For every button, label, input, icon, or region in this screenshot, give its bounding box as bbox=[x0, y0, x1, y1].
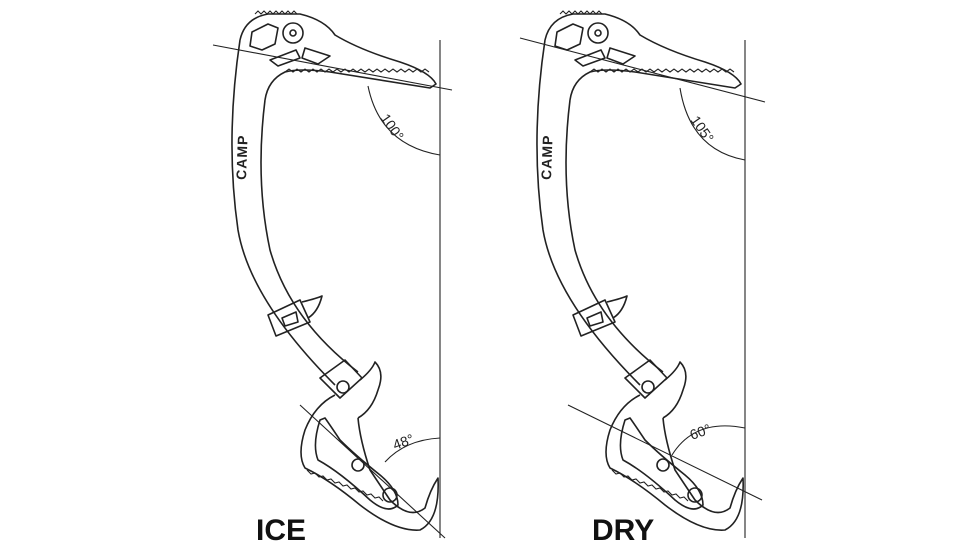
handle-angle-arc bbox=[384, 437, 441, 463]
handle-angle-arc bbox=[671, 425, 746, 456]
camp-logo: CAMP bbox=[233, 134, 251, 180]
pick-angle-line bbox=[519, 37, 766, 103]
dry-axe-drawing: 105° 60° CAMP DRY bbox=[519, 10, 766, 547]
panel-label-ice: ICE bbox=[256, 514, 306, 547]
pick-angle-arc bbox=[679, 87, 746, 161]
pick-angle-label: 105° bbox=[688, 113, 718, 146]
handle-angle-line bbox=[299, 404, 446, 539]
panel-label-dry: DRY bbox=[592, 514, 654, 547]
pick-angle-arc bbox=[367, 85, 441, 156]
pick-angle-label: 100° bbox=[378, 111, 408, 144]
handle-angle-label: 48° bbox=[391, 431, 416, 453]
pick-angle-line bbox=[212, 44, 453, 91]
handle-angle-label: 60° bbox=[688, 421, 713, 443]
handle-angle-line bbox=[567, 404, 763, 501]
camp-logo: CAMP bbox=[538, 134, 556, 180]
ice-axe-drawing: 100° 48° CAMP ICE bbox=[212, 10, 453, 547]
